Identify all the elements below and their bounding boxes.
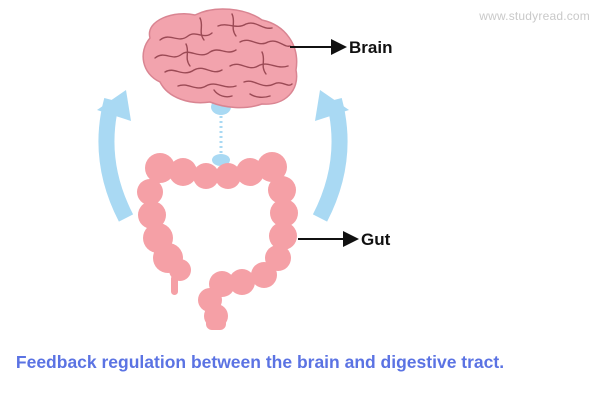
intestine-illustration xyxy=(137,152,298,330)
brain-label: Brain xyxy=(349,38,393,57)
gut-label: Gut xyxy=(361,230,391,249)
brain-illustration xyxy=(142,8,298,109)
left-feedback-arrow xyxy=(97,90,134,222)
brain-gut-diagram xyxy=(97,8,359,330)
vagus-connector xyxy=(211,99,231,166)
watermark-text: www.studyread.com xyxy=(479,9,590,23)
figure-caption: Feedback regulation between the brain an… xyxy=(15,352,505,372)
right-feedback-arrow xyxy=(312,90,349,222)
